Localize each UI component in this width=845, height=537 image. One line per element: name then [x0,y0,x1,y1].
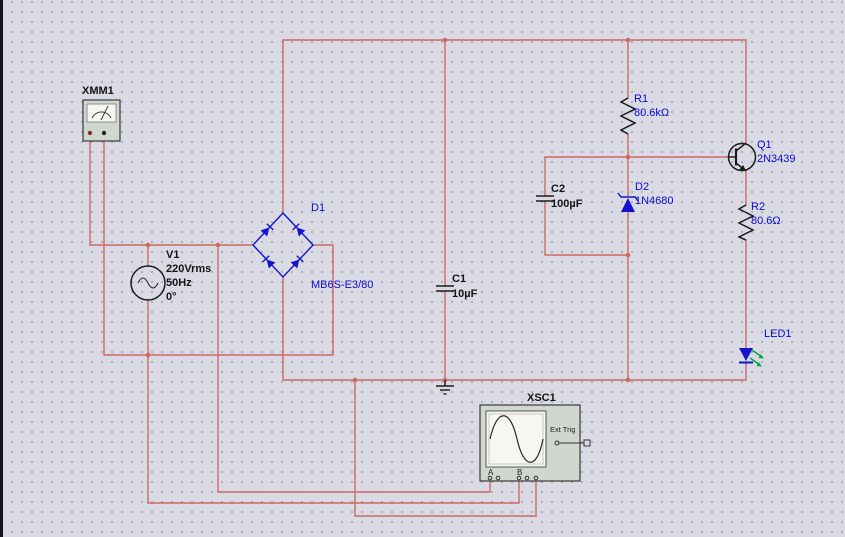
bridge-rectifier-d1[interactable] [252,211,314,279]
r2-ref-label: R2 [751,201,765,213]
ground-symbol[interactable] [436,380,454,395]
d1-value-label: MB6S-E3/80 [311,279,373,291]
transistor-q1[interactable] [727,142,757,172]
r2-value-label: 80.6Ω [751,215,781,227]
led-triangle [739,348,753,361]
resistor-r2[interactable] [737,204,755,241]
scope-pin-b-minus[interactable] [524,475,530,481]
c2-value-label: 100µF [551,198,583,210]
v1-phase-label: 0° [166,291,177,303]
meter-display [86,103,117,123]
sine-icon [137,277,159,289]
wire-ac-input-2-net[interactable] [103,140,520,504]
led-light-arrows-icon [749,349,764,367]
c1-ref-label: C1 [452,273,466,285]
d2-ref-label: D2 [635,181,649,193]
window-left-edge [0,0,3,537]
zener-cathode-bar [617,192,639,202]
wires[interactable] [89,39,747,517]
bridge-diode-icon [260,223,274,237]
junction-dot [625,154,631,160]
ext-trig-terminal[interactable] [583,439,591,447]
scope-pin-b-plus[interactable] [516,475,522,481]
ext-trig-label: Ext Trig [550,425,575,434]
scope-pin-a-plus[interactable] [487,475,493,481]
junction-dot [442,37,448,43]
junction-dot [625,37,631,43]
bridge-outline [252,211,314,279]
meter-needle [100,105,109,121]
wire-ac-input-1-net[interactable] [89,140,491,493]
r1-ref-label: R1 [634,93,648,105]
transistor-collector-lead [735,142,747,152]
bridge-diode-icon [262,255,276,269]
channel-b-label: B [517,468,522,477]
junction-dot [145,352,151,358]
c2-ref-label: C2 [551,183,565,195]
junction-dot [625,252,631,258]
q1-value-label: 2N3439 [757,153,796,165]
oscilloscope-xsc1[interactable]: Ext Trig A B [479,404,591,482]
voltage-source-v1[interactable] [130,265,166,301]
d1-ref-label: D1 [311,202,325,214]
scope-screen [485,410,547,468]
scope-waveform-icon [489,415,544,463]
v1-frequency-label: 50Hz [166,277,192,289]
q1-ref-label: Q1 [757,139,772,151]
junction-dot [215,242,221,248]
junction-dot [352,377,358,383]
d2-value-label: 1N4680 [635,195,674,207]
c1-value-label: 10µF [452,288,478,300]
r1-value-label: 80.6kΩ [634,107,669,119]
bridge-diode-icon [292,223,306,237]
wire-dc-positive-net[interactable] [282,39,747,287]
bridge-diode-icon [290,255,304,269]
junction-dots [145,37,631,383]
led1-ref-label: LED1 [764,328,792,340]
junction-dot [145,242,151,248]
junction-dot [625,377,631,383]
zener-diode-d2[interactable] [617,192,639,212]
scope-pin-ground[interactable] [533,475,539,481]
led-led1[interactable] [739,348,764,367]
channel-a-label: A [488,468,494,477]
v1-ref-label: V1 [166,249,179,261]
capacitor-c2[interactable] [536,195,554,202]
zener-triangle [621,198,635,212]
multimeter-xmm1[interactable] [82,99,121,142]
capacitor-c1[interactable] [436,285,454,292]
source-circle[interactable] [130,265,166,301]
scope-pin-a-minus[interactable] [495,475,501,481]
wire-zener-return-net[interactable] [544,200,629,381]
xmm1-label: XMM1 [82,85,114,97]
meter-terminal-negative [101,130,107,136]
wire-ground-net[interactable] [282,276,747,517]
v1-voltage-label: 220Vrms [166,263,211,275]
meter-scale-arc [91,111,112,119]
meter-terminal-positive [87,130,93,136]
wire-base-node-net[interactable] [544,133,729,198]
resistor-r1[interactable] [619,97,637,135]
emitter-arrow-icon [739,165,746,171]
xsc1-label: XSC1 [527,392,556,404]
